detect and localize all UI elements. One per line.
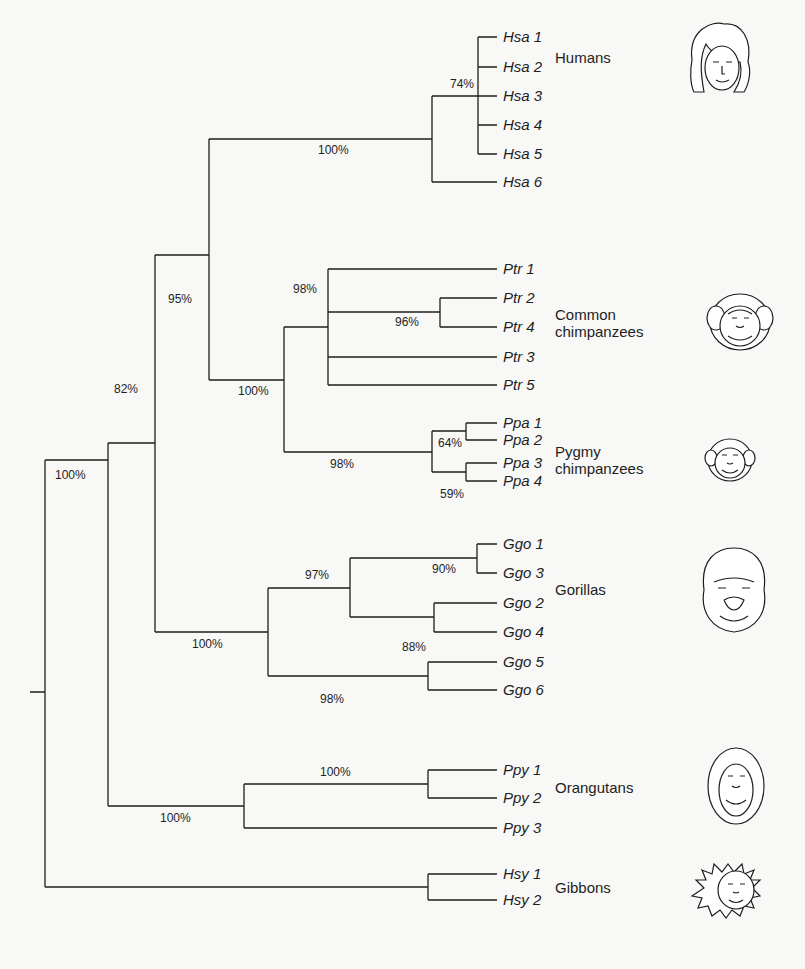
bootstrap-value: 95% (168, 293, 192, 307)
group-name: Orangutans (555, 779, 677, 796)
taxon-label: Ppa 1 (503, 414, 542, 431)
bootstrap-value: 100% (318, 144, 349, 158)
chimpanzee-face (707, 294, 773, 350)
bootstrap-value: 100% (320, 766, 351, 780)
taxon-label: Ppy 2 (503, 789, 541, 806)
taxon-label: Hsa 2 (503, 58, 542, 75)
bootstrap-value: 100% (192, 638, 223, 652)
group-name: Common chimpanzees (555, 306, 677, 341)
taxon-label: Hsa 1 (503, 28, 542, 45)
taxon-label: Ggo 1 (503, 535, 544, 552)
bootstrap-value: 88% (402, 641, 426, 655)
taxon-label: Ggo 4 (503, 623, 544, 640)
taxon-label: Ptr 2 (503, 289, 535, 306)
bootstrap-value: 74% (450, 78, 474, 92)
group-name: Gibbons (555, 879, 677, 896)
bootstrap-value: 59% (440, 488, 464, 502)
group-name: Gorillas (555, 581, 677, 598)
taxon-label: Ppa 3 (503, 454, 542, 471)
taxon-label: Ppy 1 (503, 761, 541, 778)
gorilla-face (703, 548, 765, 632)
group-name: Humans (555, 49, 677, 66)
taxon-label: Ppa 4 (503, 472, 542, 489)
bootstrap-value: 98% (293, 283, 317, 297)
taxon-label: Ptr 3 (503, 348, 535, 365)
bootstrap-value: 96% (395, 316, 419, 330)
taxon-label: Hsa 6 (503, 173, 542, 190)
taxon-label: Hsy 2 (503, 891, 541, 908)
human-face (691, 23, 750, 92)
bootstrap-value: 97% (305, 569, 329, 583)
bootstrap-value: 90% (432, 563, 456, 577)
taxon-label: Ppy 3 (503, 819, 541, 836)
taxon-label: Hsa 3 (503, 87, 542, 104)
taxon-label: Hsy 1 (503, 865, 541, 882)
bootstrap-value: 98% (330, 458, 354, 472)
bootstrap-value: 82% (114, 383, 138, 397)
taxon-label: Ggo 3 (503, 564, 544, 581)
bonobo-face (705, 439, 755, 481)
taxon-label: Ptr 1 (503, 260, 535, 277)
taxon-label: Ggo 6 (503, 681, 544, 698)
taxon-label: Ggo 5 (503, 653, 544, 670)
bootstrap-value: 100% (55, 469, 86, 483)
bootstrap-value: 100% (160, 812, 191, 826)
bootstrap-value: 64% (438, 437, 462, 451)
taxon-label: Ggo 2 (503, 594, 544, 611)
taxon-label: Ptr 5 (503, 376, 535, 393)
group-name: Pygmy chimpanzees (555, 443, 677, 478)
orangutan-face (708, 748, 764, 824)
bootstrap-value: 100% (238, 385, 269, 399)
bootstrap-value: 98% (320, 693, 344, 707)
taxon-label: Ppa 2 (503, 431, 542, 448)
taxon-label: Hsa 4 (503, 116, 542, 133)
taxon-label: Ptr 4 (503, 318, 535, 335)
gibbon-face (692, 864, 760, 918)
taxon-label: Hsa 5 (503, 145, 542, 162)
